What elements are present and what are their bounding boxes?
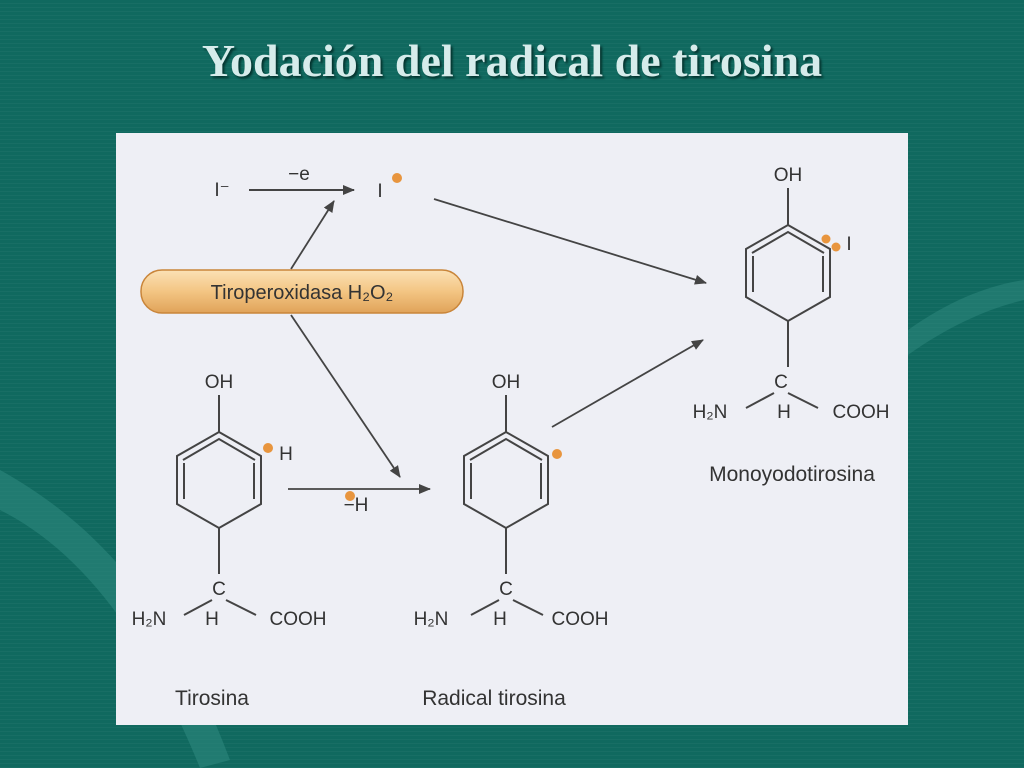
tyrosine-ring-h: H [279,444,293,465]
monoiodo-alpha-c: C [774,372,788,393]
monoiodo-dot-2 [831,242,841,252]
radical-amine: H₂N [414,609,449,630]
iodine-radical-label: I [377,181,382,202]
tyrosine-radical-molecule: OH C H₂N H COOH Radical tirosina [414,372,609,710]
radical-carboxyl: COOH [552,609,609,630]
tyrosine-oh: OH [205,372,234,393]
radical-caption: Radical tirosina [422,687,566,710]
monoiodo-caption: Monoyodotirosina [709,463,875,486]
monoiodotyrosine-molecule: OH I C H₂N H COOH Monoyodotirosina [693,165,890,486]
hydrogen-loss-dot [345,491,355,501]
iodine-to-product-arrow [433,198,707,285]
iodide-label: I⁻ [214,180,229,201]
radical-site-dot [552,449,562,459]
monoiodo-amine: H₂N [693,402,728,423]
enzyme-label: Tiroperoxidasa H₂O₂ [211,282,394,304]
monoiodo-alpha-h: H [777,402,791,423]
tyrosine-caption: Tirosina [175,687,249,710]
tyrosine-alpha-c: C [212,579,226,600]
radical-to-product-arrow [551,339,704,428]
enzyme-to-iodine-arrow [290,200,335,270]
tyrosine-molecule: OH H C H₂N H COOH Tirosina [132,372,327,710]
monoiodo-dot-1 [821,234,831,244]
electron-loss-label: −e [288,164,310,185]
tyrosine-carboxyl: COOH [270,609,327,630]
radical-oh: OH [492,372,521,393]
enzyme-pill: Tiroperoxidasa H₂O₂ [140,269,464,314]
enzyme-to-radical-arrow [290,314,401,478]
iodine-radical-dot [392,173,402,183]
slide-title: Yodación del radical de tirosina [201,35,823,86]
monoiodo-iodine: I [846,234,851,255]
monoiodo-carboxyl: COOH [833,402,890,423]
tyrosine-ring-h-dot [263,443,273,453]
diagram-panel: I⁻ −e I −H Tiroperoxidasa H₂O₂ OH H [116,133,908,725]
monoiodo-oh: OH [774,165,803,186]
tyrosine-alpha-h: H [205,609,219,630]
radical-alpha-h: H [493,609,507,630]
tyrosine-amine: H₂N [132,609,167,630]
radical-alpha-c: C [499,579,513,600]
